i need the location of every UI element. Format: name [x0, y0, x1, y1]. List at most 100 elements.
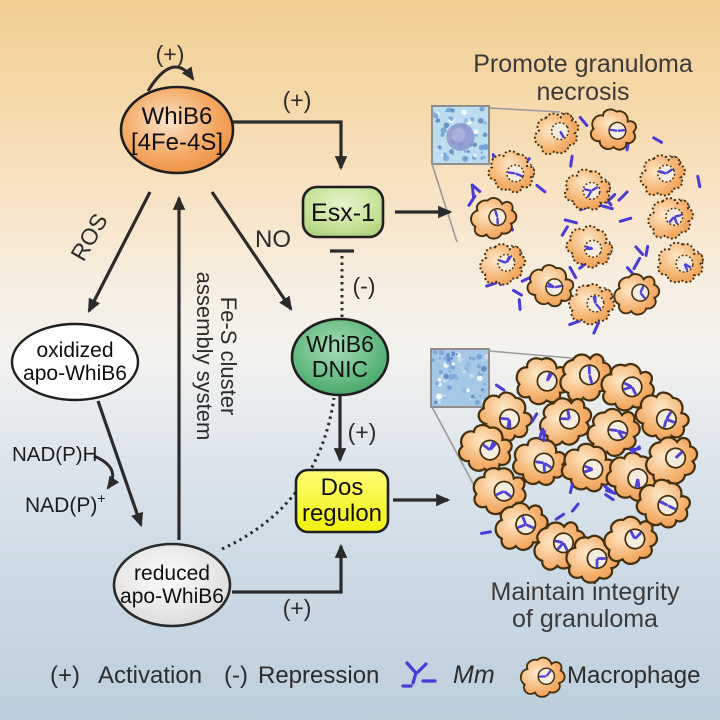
macrophage-icon [519, 656, 566, 698]
self-activation-label: (+) [156, 41, 185, 67]
fes-label-line1: Fe-S cluster [216, 297, 241, 416]
macrophage [560, 442, 616, 493]
necrosis-caption-line1: Promote granuloma [473, 50, 693, 78]
mm-bacterium [603, 484, 614, 494]
necrosis-caption-line2: necrosis [536, 78, 629, 106]
mm-bacterium [480, 530, 492, 535]
macrophage [494, 501, 549, 551]
inset-callout-line [431, 163, 458, 243]
necrotic-granuloma-cluster [467, 108, 704, 335]
necrotic-macrophage [639, 154, 686, 197]
mm-bacterium [411, 671, 418, 685]
macrophage [600, 362, 655, 412]
esx1-node: Esx-1 [301, 185, 385, 239]
mm-bacterium [563, 218, 578, 225]
necrotic-macrophage [565, 224, 614, 269]
macrophage [539, 397, 593, 447]
oxidized-apo-whib6-node: oxidized apo-WhiB6 [10, 322, 140, 402]
integrity-caption-line2: of granuloma [512, 605, 658, 633]
mm-bacterium [416, 662, 428, 674]
mm-bacterium [542, 429, 546, 442]
fes-label-line2: assembly system [192, 272, 217, 441]
oxidized-label-line2: apo-WhiB6 [23, 362, 127, 385]
macrophage [559, 353, 612, 403]
mm-bacterium [494, 383, 506, 392]
legend-activation-label: Activation [98, 662, 202, 689]
reduced-label-line2: apo-WhiB6 [120, 585, 224, 608]
ros-arrow [87, 191, 152, 313]
legend-repression-symbol: (-) [224, 662, 248, 689]
mm-bacterium [512, 288, 523, 297]
mm-bacterium [569, 154, 574, 168]
whib6-label-line1: WhiB6 [142, 103, 213, 130]
mm-bacterium [554, 512, 566, 521]
mm-bacterium [652, 136, 664, 144]
necrotic-granuloma-histology-inset [431, 105, 490, 165]
no-label: NO [255, 226, 291, 253]
mm-bacterium [538, 427, 545, 440]
necrotic-macrophage [568, 283, 616, 326]
nadph-couple-arrow [93, 454, 120, 490]
necrotic-macrophage [657, 241, 704, 284]
macrophage [613, 273, 661, 316]
necrotic-macrophage [479, 243, 527, 286]
mm-bacterium [470, 183, 476, 199]
mm-bacterium [535, 183, 547, 194]
legend-macrophage-label: Macrophage [567, 662, 700, 689]
intact-granuloma-histology-inset [430, 348, 490, 408]
reduced-label-line1: reduced [134, 562, 210, 585]
dos-label-line2: regulon [302, 500, 382, 527]
whib6-to-esx1-arrow [233, 120, 348, 171]
mm-bacterium [560, 225, 569, 237]
necrotic-macrophage [487, 150, 536, 194]
oxidized-to-reduced-arrow [96, 400, 144, 528]
mm-bacterium [696, 174, 702, 189]
macrophage [635, 478, 691, 529]
no-arrow [210, 191, 293, 311]
dos-regulon-node: Dos regulon [294, 468, 390, 534]
macrophage [515, 357, 570, 406]
macrophage [470, 197, 518, 240]
whib6-to-esx1-activation-label: (+) [283, 87, 312, 113]
mm-bacterium [568, 265, 578, 280]
reduced-to-dos-arrow [232, 543, 348, 594]
necrotic-macrophage [563, 168, 611, 211]
legend-repression-label: Repression [258, 662, 379, 689]
legend-mm-label: Mm [453, 661, 495, 689]
integrity-caption-line1: Maintain integrity [491, 578, 680, 606]
whib6-4fe4s-node: WhiB6 [4Fe-4S] [119, 85, 235, 175]
oxidized-label-line1: oxidized [36, 339, 113, 362]
necrotic-macrophage [647, 197, 695, 240]
nadph-label: NAD(P)H [12, 443, 97, 466]
reduced-apo-whib6-node: reduced apo-WhiB6 [112, 542, 232, 628]
mm-bacterium [578, 115, 589, 127]
mm-bacterium [629, 447, 642, 452]
dnic-label-line1: WhiB6 [306, 331, 374, 357]
mm-bacterium [485, 281, 498, 288]
macrophage [603, 515, 659, 565]
nadp-label: NAD(P)+ [25, 490, 106, 517]
dnic-label-line2: DNIC [312, 356, 368, 382]
macrophage [586, 407, 641, 457]
inset-callout-line [488, 107, 561, 113]
macrophage [526, 264, 575, 308]
mm-bacterium [530, 412, 539, 424]
mm-bacterium [634, 245, 645, 256]
mm-bacterium [644, 244, 650, 257]
dnic-to-dos-activation-label: (+) [348, 419, 377, 445]
macrophage [634, 391, 690, 443]
whib6-label-line2: [4Fe-4S] [131, 129, 223, 156]
mm-bacterium [617, 190, 629, 202]
mm-bacterium [618, 216, 633, 223]
mm-bacterium [632, 256, 642, 271]
intact-granuloma-cluster [457, 353, 699, 584]
necrotic-macrophage [533, 112, 580, 156]
macrophage [645, 436, 699, 486]
macrophage [457, 423, 513, 474]
mm-bacteria-icon [401, 661, 437, 688]
inset-callout-line [431, 406, 478, 492]
mm-bacterium [568, 319, 581, 327]
mm-bacterium [568, 482, 574, 494]
mm-bacterium [517, 298, 522, 311]
